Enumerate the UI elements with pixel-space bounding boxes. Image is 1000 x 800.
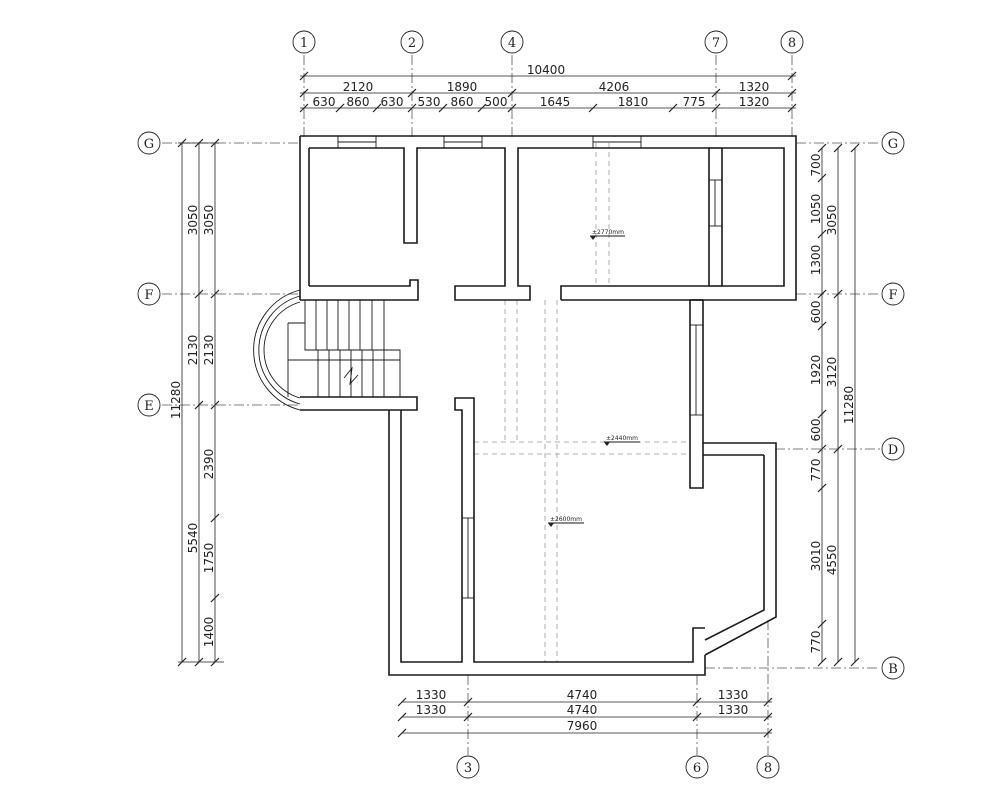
svg-text:7: 7: [712, 36, 720, 51]
axis-bubble-top-7: 7: [704, 30, 728, 54]
dim-bottom-row1: 4740: [567, 688, 598, 702]
dim-top-row2: 1810: [618, 95, 649, 109]
dim-right-inner: 600: [809, 301, 823, 324]
dim-bottom-row1: 1330: [416, 688, 447, 702]
dim-right-mid: 3120: [825, 357, 839, 388]
svg-text:±2440mm: ±2440mm: [606, 435, 638, 442]
svg-text:G: G: [144, 137, 154, 152]
svg-text:1: 1: [300, 36, 308, 51]
axis-bubble-bottom-6: 6: [685, 755, 709, 779]
axis-bubble-bottom-3: 3: [456, 755, 480, 779]
walls: [299, 135, 797, 676]
dim-right-inner: 600: [809, 419, 823, 442]
dim-bottom-row2: 1330: [416, 703, 447, 717]
svg-text:E: E: [144, 399, 154, 414]
dim-left-col1: 3050: [186, 205, 200, 236]
svg-text:±2770mm: ±2770mm: [592, 229, 624, 236]
axis-lines: [162, 55, 880, 755]
dim-top-row2: 860: [451, 95, 474, 109]
dim-top-row2: 1645: [540, 95, 571, 109]
dim-right-inner: 770: [809, 459, 823, 482]
dim-right-inner: 770: [809, 631, 823, 654]
axis-bubble-right-D: D: [881, 437, 905, 461]
dim-left-col2: 2130: [202, 335, 216, 366]
top-dimensions: 10400 2120 1890 4206 1320 630 860 630 53…: [299, 63, 797, 113]
bottom-dimensions: 1330 4740 1330 1330 4740 1330 7960: [397, 688, 773, 738]
left-dimensions: 11280 3050 2130 5540 3050 2130 2390 1750…: [169, 138, 224, 667]
axis-bubble-bottom-8: 8: [756, 755, 780, 779]
dim-bottom-row2: 4740: [567, 703, 598, 717]
axis-bubble-right-G: G: [881, 131, 905, 155]
axis-bubble-top-8: 8: [780, 30, 804, 54]
svg-text:8: 8: [764, 761, 772, 776]
dim-top-row1: 1890: [447, 80, 478, 94]
dim-right-mid: 3050: [825, 205, 839, 236]
axis-bubble-left-G: G: [137, 131, 161, 155]
svg-text:±2600mm: ±2600mm: [550, 516, 582, 523]
dim-left-col2: 1400: [202, 617, 216, 648]
dim-left-col2: 2390: [202, 449, 216, 480]
dim-left-col1: 5540: [186, 523, 200, 554]
dim-bottom-row1: 1330: [718, 688, 749, 702]
svg-text:D: D: [888, 443, 898, 458]
staircase: [253, 289, 401, 411]
svg-text:4: 4: [508, 36, 516, 51]
svg-text:6: 6: [693, 761, 701, 776]
dim-right-total: 11280: [842, 386, 856, 424]
svg-text:G: G: [888, 137, 898, 152]
svg-text:8: 8: [788, 36, 796, 51]
dim-top-row2: 775: [683, 95, 706, 109]
svg-text:F: F: [144, 288, 153, 303]
dim-top-row2: 630: [313, 95, 336, 109]
dim-top-row2: 860: [347, 95, 370, 109]
dim-right-inner: 1300: [809, 245, 823, 276]
axis-bubble-right-B: B: [881, 656, 905, 680]
dim-bottom-row2: 1330: [718, 703, 749, 717]
elevation-marker-upper: ±2770mm: [590, 229, 625, 240]
axis-bubble-left-E: E: [137, 393, 161, 417]
dim-top-row2: 630: [381, 95, 404, 109]
dim-right-inner: 1920: [809, 355, 823, 386]
dim-right-inner: 1050: [809, 194, 823, 225]
svg-text:B: B: [888, 662, 898, 677]
dim-top-row2: 1320: [739, 95, 770, 109]
elevation-marker-lower: ±2600mm: [548, 516, 584, 527]
axis-bubble-left-F: F: [137, 282, 161, 306]
dim-left-col2: 1750: [202, 543, 216, 574]
dim-right-mid: 4550: [825, 545, 839, 576]
elevation-marker-middle: ±2440mm: [604, 435, 640, 446]
dim-top-row2: 530: [418, 95, 441, 109]
dim-left-col2: 3050: [202, 205, 216, 236]
svg-text:F: F: [888, 288, 897, 303]
windows: [337, 135, 723, 599]
dim-top-row1: 1320: [739, 80, 770, 94]
right-dimensions: 700 1050 1300 600 1920 600 770 3010 770 …: [809, 143, 860, 667]
dim-top-row1: 2120: [343, 80, 374, 94]
svg-text:2: 2: [408, 36, 416, 51]
axis-bubble-right-F: F: [881, 282, 905, 306]
dim-left-total: 11280: [169, 381, 183, 419]
dim-right-inner: 700: [809, 154, 823, 177]
axis-bubble-top-1: 1: [292, 30, 316, 54]
dim-top-total: 10400: [527, 63, 565, 77]
axis-bubble-top-4: 4: [500, 30, 524, 54]
svg-text:3: 3: [464, 761, 472, 776]
dim-bottom-total: 7960: [567, 719, 598, 733]
dim-top-row2: 500: [485, 95, 508, 109]
dim-top-row1: 4206: [599, 80, 630, 94]
dim-right-inner: 3010: [809, 541, 823, 572]
axis-bubble-top-2: 2: [400, 30, 424, 54]
dim-left-col1: 2130: [186, 335, 200, 366]
ceiling-dashed-lines: [474, 143, 690, 662]
